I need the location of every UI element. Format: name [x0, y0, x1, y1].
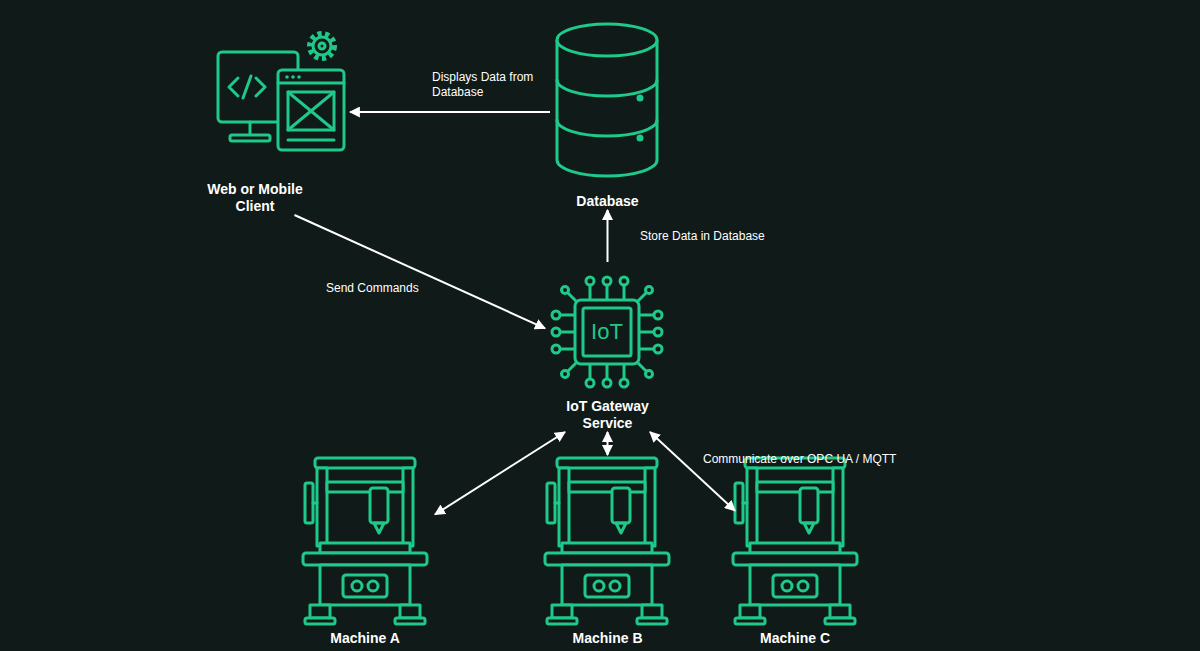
edge-label: Displays Data from Database	[432, 70, 544, 100]
client-node: Web or Mobile Client	[200, 25, 350, 215]
edge-label: Store Data in Database	[640, 229, 765, 244]
node-label: Machine A	[330, 630, 400, 647]
machine-icon	[303, 458, 427, 624]
client-icon	[218, 34, 344, 150]
chip-label: IoT	[582, 321, 632, 343]
node-label: Machine C	[760, 630, 830, 647]
edge-label: Communicate over OPC UA / MQTT	[703, 452, 896, 467]
connector-arrow	[650, 432, 735, 511]
connector-arrow	[607, 432, 609, 455]
machine-icon	[733, 458, 857, 624]
connector-arrow	[607, 210, 609, 262]
node-label: Database	[576, 193, 638, 210]
node-label: Web or Mobile Client	[200, 181, 310, 215]
iot-chip-icon	[552, 277, 662, 387]
machine-node: Machine C	[735, 455, 855, 647]
machine-node: Machine A	[295, 455, 435, 647]
machine-icon	[545, 458, 669, 624]
connector-arrow	[350, 111, 550, 113]
node-label: Machine B	[572, 630, 642, 647]
node-label: IoT Gateway Service	[553, 398, 663, 432]
edge-label: Send Commands	[326, 281, 419, 296]
database-icon	[557, 24, 657, 176]
machine-node: Machine B	[540, 455, 675, 647]
connector-arrow	[435, 432, 565, 515]
database-node: Database	[550, 18, 665, 210]
gateway-node: IoT Gateway Service	[545, 262, 670, 432]
connector-arrow	[295, 215, 546, 328]
